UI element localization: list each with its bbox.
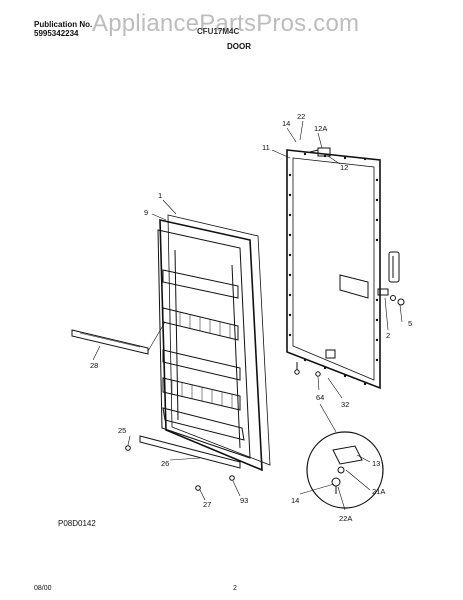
callout-2: 2 [386, 331, 390, 340]
hinge-detail-circle [306, 403, 384, 509]
callout-9: 9 [144, 208, 148, 217]
callout-5: 5 [408, 319, 412, 328]
door-liner [157, 214, 271, 472]
callout-21a: 21A [372, 487, 385, 496]
callout-28: 28 [90, 361, 98, 370]
door-gasket-panel [286, 147, 405, 390]
callout-25: 25 [118, 426, 126, 435]
callout-93: 93 [240, 496, 248, 505]
leader-lines [92, 120, 403, 511]
callout-22: 22 [297, 112, 305, 121]
callout-12a: 12A [314, 124, 327, 133]
callout-26: 26 [161, 459, 169, 468]
callout-12: 12 [340, 163, 348, 172]
shelf-bar-28 [71, 321, 166, 355]
callout-64: 64 [316, 393, 324, 402]
callout-11: 11 [262, 143, 270, 152]
callout-1: 1 [158, 191, 162, 200]
page-number: 2 [233, 585, 237, 592]
publication-label: Publication No. [34, 20, 93, 29]
callout-27: 27 [203, 500, 211, 509]
callout-14-detail: 14 [291, 496, 299, 505]
shelf-bar-26 [139, 435, 241, 469]
watermark-text: AppliancePartsPros.com [92, 10, 360, 37]
section-title: DOOR [227, 42, 251, 51]
publication-date: 08/00 [34, 585, 52, 592]
callout-22a: 22A [339, 514, 352, 523]
callout-13: 13 [372, 459, 380, 468]
model-number: CFU17M4C [197, 27, 240, 36]
drawing-code: P08D0142 [58, 519, 96, 528]
callout-32: 32 [341, 400, 349, 409]
callout-14-top: 14 [282, 119, 290, 128]
publication-number: 5995342234 [34, 29, 79, 38]
